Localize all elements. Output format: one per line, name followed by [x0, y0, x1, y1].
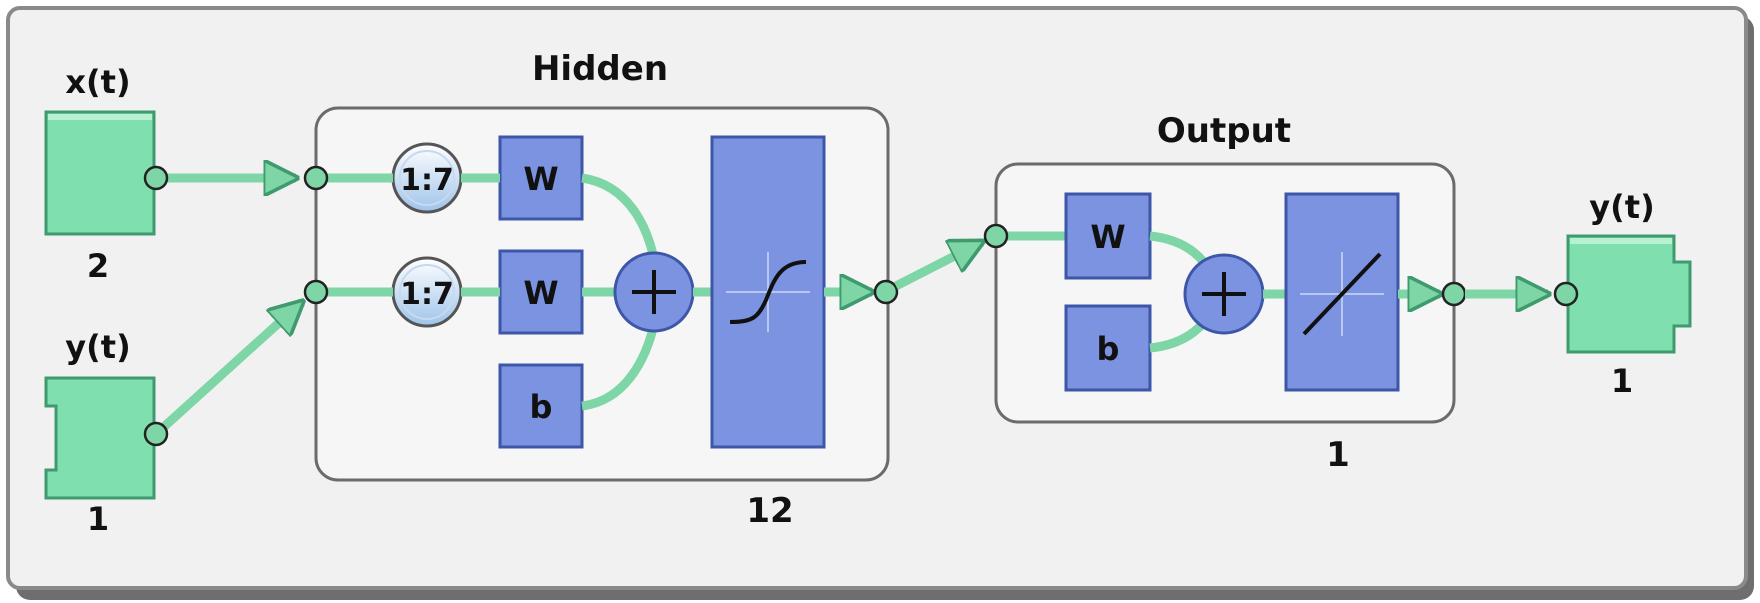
hidden-layer-title: Hidden: [532, 49, 668, 89]
input-x-block: [44, 110, 156, 236]
output-y-label: y(t): [1589, 188, 1654, 226]
output-bias-label: b: [1097, 330, 1120, 368]
hidden-weight-x-label: W: [523, 160, 558, 198]
input-y-label: y(t): [65, 328, 130, 366]
input-x-highlight: [48, 114, 152, 120]
output-layer-title: Output: [1157, 111, 1291, 151]
input-x-label: x(t): [65, 63, 130, 101]
output-transfer-rect: [1284, 192, 1400, 392]
input-x-port: [143, 165, 169, 191]
hidden-in-x-port: [303, 165, 329, 191]
output-y-highlight: [1570, 238, 1672, 244]
hidden-sum-node: [613, 251, 695, 333]
hidden-bias-label: b: [530, 388, 553, 426]
input-y-size: 1: [87, 500, 109, 538]
hidden-in-y-port: [303, 279, 329, 305]
output-bias-block: [1064, 304, 1152, 392]
hidden-bias-block: [498, 363, 584, 449]
output-transfer-block: [1284, 192, 1400, 392]
output-y: y(t) 1: [1566, 188, 1692, 400]
input-y: y(t) 1: [44, 328, 156, 538]
output-layer-in-port: [983, 223, 1009, 249]
clock-face-ring: [399, 150, 455, 206]
output-sum-node: [1183, 253, 1265, 335]
input-y-block: [44, 376, 156, 500]
clock-face-ring: [399, 264, 455, 320]
hidden-to-output-layer: [893, 237, 982, 291]
output-weight-label: W: [1090, 218, 1125, 256]
output-y-block: [1566, 234, 1692, 354]
output-layer-out-port: [1441, 281, 1467, 307]
purelin-icon: [1302, 252, 1382, 336]
hidden-out-port: [873, 279, 899, 305]
output-y-size: 1: [1611, 362, 1633, 400]
delay-y-label: 1:7: [400, 277, 454, 312]
input-x-size: 2: [87, 247, 109, 285]
hidden-transfer-block: [710, 135, 826, 449]
output-layer: Output W b 1: [994, 111, 1456, 475]
tansig-icon: [729, 260, 807, 324]
tapped-delay-line-x: 1:7: [391, 142, 463, 214]
input-y-to-hidden: [152, 302, 302, 438]
hidden-layer-size: 12: [746, 491, 793, 531]
hidden-weight-y-label: W: [523, 274, 558, 312]
output-layer-size: 1: [1326, 435, 1350, 475]
output-y-in-port: [1553, 281, 1579, 307]
hidden-layer: Hidden 1:7 1:7 W W b: [314, 49, 890, 531]
delay-x-label: 1:7: [400, 163, 454, 198]
input-y-port: [143, 421, 169, 447]
tapped-delay-line-y: 1:7: [391, 256, 463, 328]
